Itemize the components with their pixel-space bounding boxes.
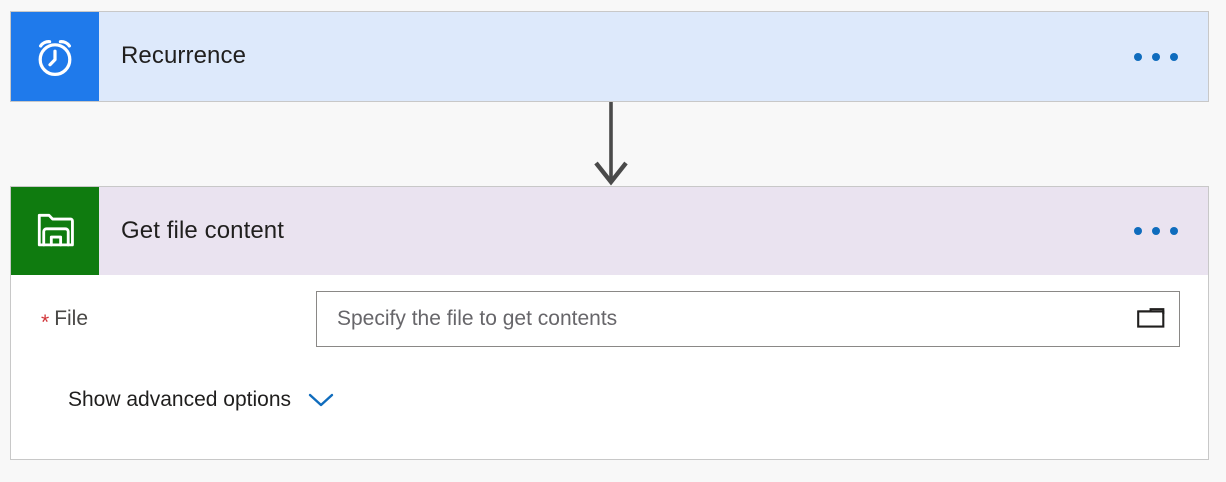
required-asterisk: * [41,311,50,334]
trigger-card-header[interactable]: Recurrence [11,12,1208,101]
sharepoint-icon [11,187,99,275]
trigger-card-title: Recurrence [121,42,247,70]
field-label-text: File [54,307,89,330]
ellipsis-dot [1134,227,1142,235]
alarm-clock-icon [11,12,99,101]
show-advanced-options-toggle[interactable]: Show advanced options [11,363,335,437]
trigger-card-menu-button[interactable] [1114,12,1208,101]
action-card-header[interactable]: Get file content [11,187,1208,275]
action-card-body: * File Specify the file to get contents … [11,275,1208,437]
file-input[interactable]: Specify the file to get contents [316,291,1180,347]
chevron-down-icon[interactable] [307,391,335,409]
action-card-title-wrap: Get file content [99,187,1114,275]
ellipsis-dot [1170,52,1178,61]
ellipsis-dot [1152,52,1160,61]
ellipsis-dot [1152,227,1160,235]
action-card-title: Get file content [121,216,285,244]
folder-icon[interactable] [1123,307,1179,331]
show-advanced-options-label: Show advanced options [68,388,291,411]
ellipsis-dot [1134,52,1142,61]
trigger-card-title-wrap: Recurrence [99,12,1114,101]
action-card-menu-button[interactable] [1114,187,1208,275]
connector-arrow [568,102,658,186]
ellipsis-dot [1170,227,1178,235]
trigger-card-recurrence[interactable]: Recurrence [10,11,1209,102]
action-card-get-file-content[interactable]: Get file content * File Specify the file… [10,186,1209,460]
field-row-file: * File Specify the file to get contents [11,275,1208,363]
file-input-placeholder: Specify the file to get contents [337,307,618,330]
field-label-file: * File [41,307,316,334]
